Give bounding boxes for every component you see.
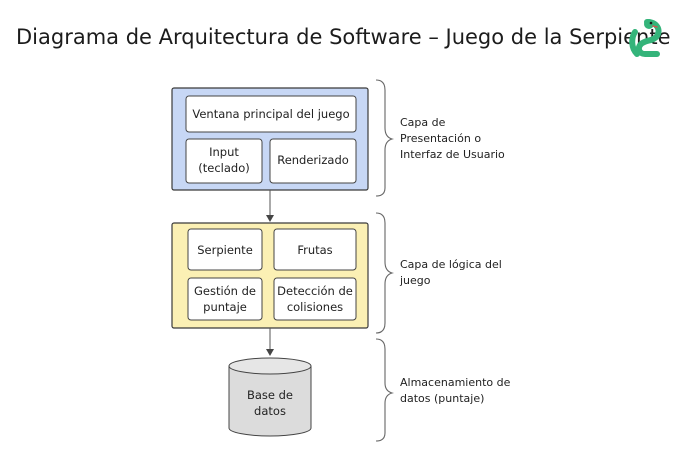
component-main-window-label: Ventana principal del juego [192,107,349,121]
component-collision-label-line-2: colisiones [287,300,343,314]
snake-icon [629,19,662,57]
component-input-box [185,138,263,184]
presentation-layer: Ventana principal del juego Input (tecla… [171,87,369,191]
logic-layer-label-line-2: juego [399,274,431,287]
presentation-layer-label-line-1: Capa de [400,116,446,129]
brace-data-layer [375,338,394,442]
component-input-label-line-1: Input [209,145,239,159]
brace-logic-layer [375,212,394,334]
diagram-title: Diagrama de Arquitectura de Software – J… [16,25,671,49]
presentation-layer-label-line-3: Interfaz de Usuario [400,148,505,161]
component-database-label-line-1: Base de [247,388,293,402]
component-collision-label-line-1: Detección de [277,284,353,298]
component-input-label-line-2: (teclado) [198,161,249,175]
brace-presentation-layer [375,79,394,197]
component-score-label-line-2: puntaje [203,300,247,314]
component-rendering-label: Renderizado [277,153,349,167]
data-layer-label-line-1: Almacenamiento de [400,376,511,389]
component-snake-label: Serpiente [197,243,253,257]
component-score-label-line-1: Gestión de [194,284,256,298]
component-snake-box [187,228,263,271]
component-rendering-box [269,138,357,184]
database-cylinder: Base de datos [228,357,312,437]
logic-layer-label-line-1: Capa de lógica del [400,258,502,271]
component-fruits-box [273,228,357,271]
logic-layer: Serpiente Frutas Gestión de puntaje Dete… [171,222,369,329]
data-layer-label-line-2: datos (puntaje) [400,392,484,405]
component-collision-box [273,277,357,321]
presentation-layer-label-line-2: Presentación o [400,132,481,145]
component-main-window-box [185,95,357,133]
component-database-label-line-2: datos [254,404,286,418]
component-score-box [187,277,263,321]
component-fruits-label: Frutas [297,243,332,257]
